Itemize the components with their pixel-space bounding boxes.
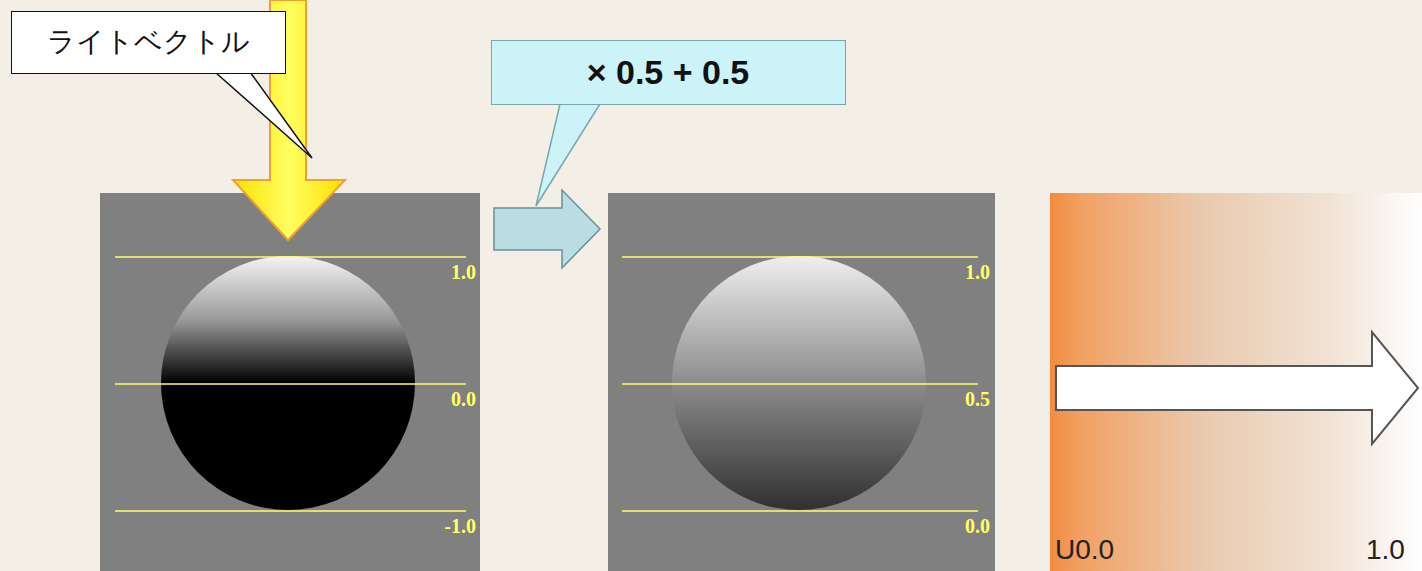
axis-value: 0.5 (965, 389, 990, 409)
callout-tail (215, 72, 312, 158)
callout-tail (536, 104, 600, 206)
normal-sphere-image (100, 193, 480, 571)
callout-text: × 0.5 + 0.5 (587, 53, 750, 92)
axis-value: 0.0 (965, 516, 990, 536)
texture-coordinate: 1.0 (1366, 536, 1405, 564)
axis-value: 0.0 (451, 389, 476, 409)
half-lambert-sphere-image (608, 193, 995, 571)
callout-box: ライトベクトル (11, 11, 286, 74)
step-arrow (494, 190, 600, 268)
axis-value: 1.0 (965, 262, 990, 282)
callout-text: ライトベクトル (47, 23, 250, 61)
axis-value: -1.0 (444, 516, 476, 536)
ramp-texture (1050, 193, 1422, 571)
formula-callout: × 0.5 + 0.5 (491, 40, 846, 105)
texture-coordinate: U0.0 (1055, 536, 1114, 564)
axis-value: 1.0 (451, 262, 476, 282)
